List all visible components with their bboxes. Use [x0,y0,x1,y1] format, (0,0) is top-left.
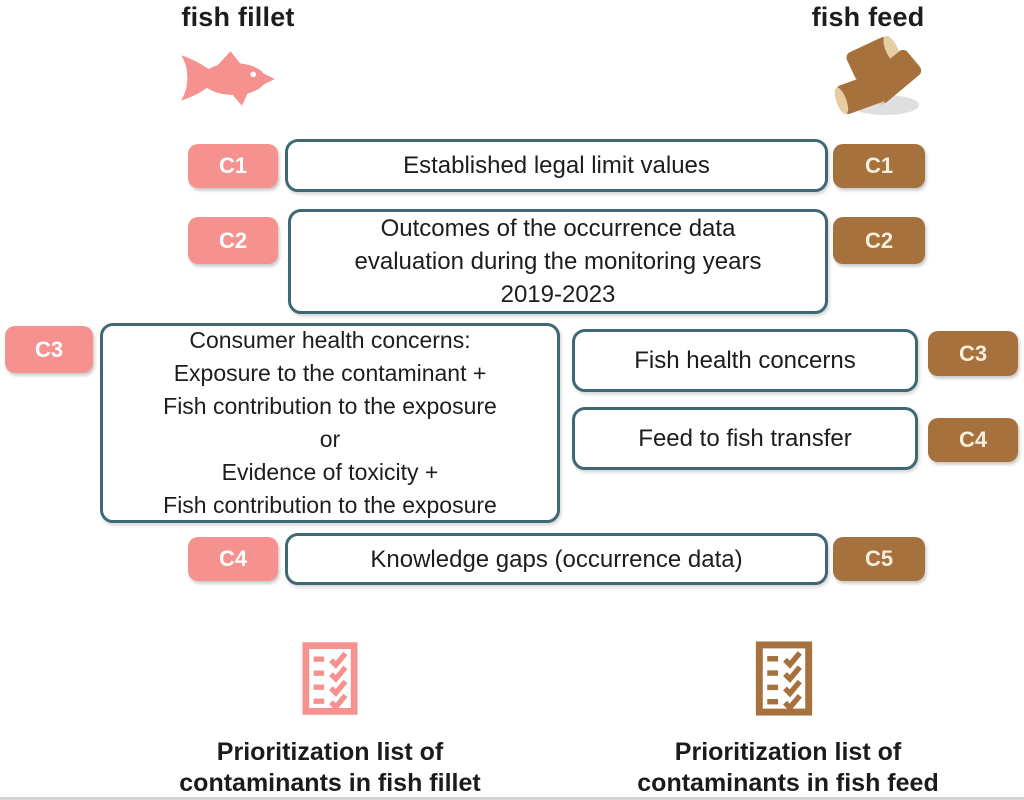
box-text-line: Feed to fish transfer [638,425,852,452]
box-text-line: Fish health concerns [634,347,856,374]
box-text-line: Established legal limit values [403,152,710,179]
output-caption-fillet: Prioritization list of contaminants in f… [150,737,510,799]
badge-fillet-c4: C4 [188,537,278,581]
box-text-line: evaluation during the monitoring years [354,248,762,275]
badge-feed-c3: C3 [928,331,1018,376]
badge-fillet-c1: C1 [188,144,278,188]
badge-feed-c4: C4 [928,418,1018,462]
badge-feed-c2: C2 [833,217,925,264]
criterion-box-fish-health: Fish health concerns [572,329,918,392]
box-text-line: Knowledge gaps (occurrence data) [370,545,743,573]
caption-line: Prioritization list of [674,738,902,766]
bottom-divider [0,797,1024,800]
caption-line: contaminants in fish fillet [179,769,481,797]
feed-column-title: fish feed [811,2,925,32]
criterion-box-feed-transfer: Feed to fish transfer [572,407,918,470]
checklist-fillet-icon [301,640,359,717]
badge-feed-c1: C1 [833,144,925,188]
box-text-line: Fish contribution to the exposure [163,492,497,518]
caption-line: contaminants in fish feed [637,769,939,797]
criterion-box-legal-limits: Established legal limit values [285,139,828,192]
fillet-column-title: fish fillet [181,2,295,32]
badge-fillet-c2: C2 [188,217,278,264]
box-text-line: Consumer health concerns: [189,327,471,353]
box-text-line: Fish contribution to the exposure [163,393,497,419]
criterion-box-occurrence: Outcomes of the occurrence data evaluati… [288,209,828,314]
output-caption-feed: Prioritization list of contaminants in f… [608,737,968,799]
box-text-line: Outcomes of the occurrence data [380,215,736,242]
box-text-line: Exposure to the contaminant + [173,360,487,386]
caption-line: Prioritization list of [216,738,444,766]
badge-fillet-c3: C3 [5,326,93,373]
fish-icon [174,48,282,108]
checklist-feed-icon [754,640,814,717]
box-text-line: or [319,426,341,452]
badge-feed-c5: C5 [833,537,925,581]
criterion-box-knowledge-gaps: Knowledge gaps (occurrence data) [285,533,828,585]
box-text-line: Evidence of toxicity + [221,459,439,485]
feed-pellets-icon [824,31,926,119]
box-text-line: 2019-2023 [500,281,616,308]
criterion-box-consumer-health: Consumer health concerns: Exposure to th… [100,323,560,523]
